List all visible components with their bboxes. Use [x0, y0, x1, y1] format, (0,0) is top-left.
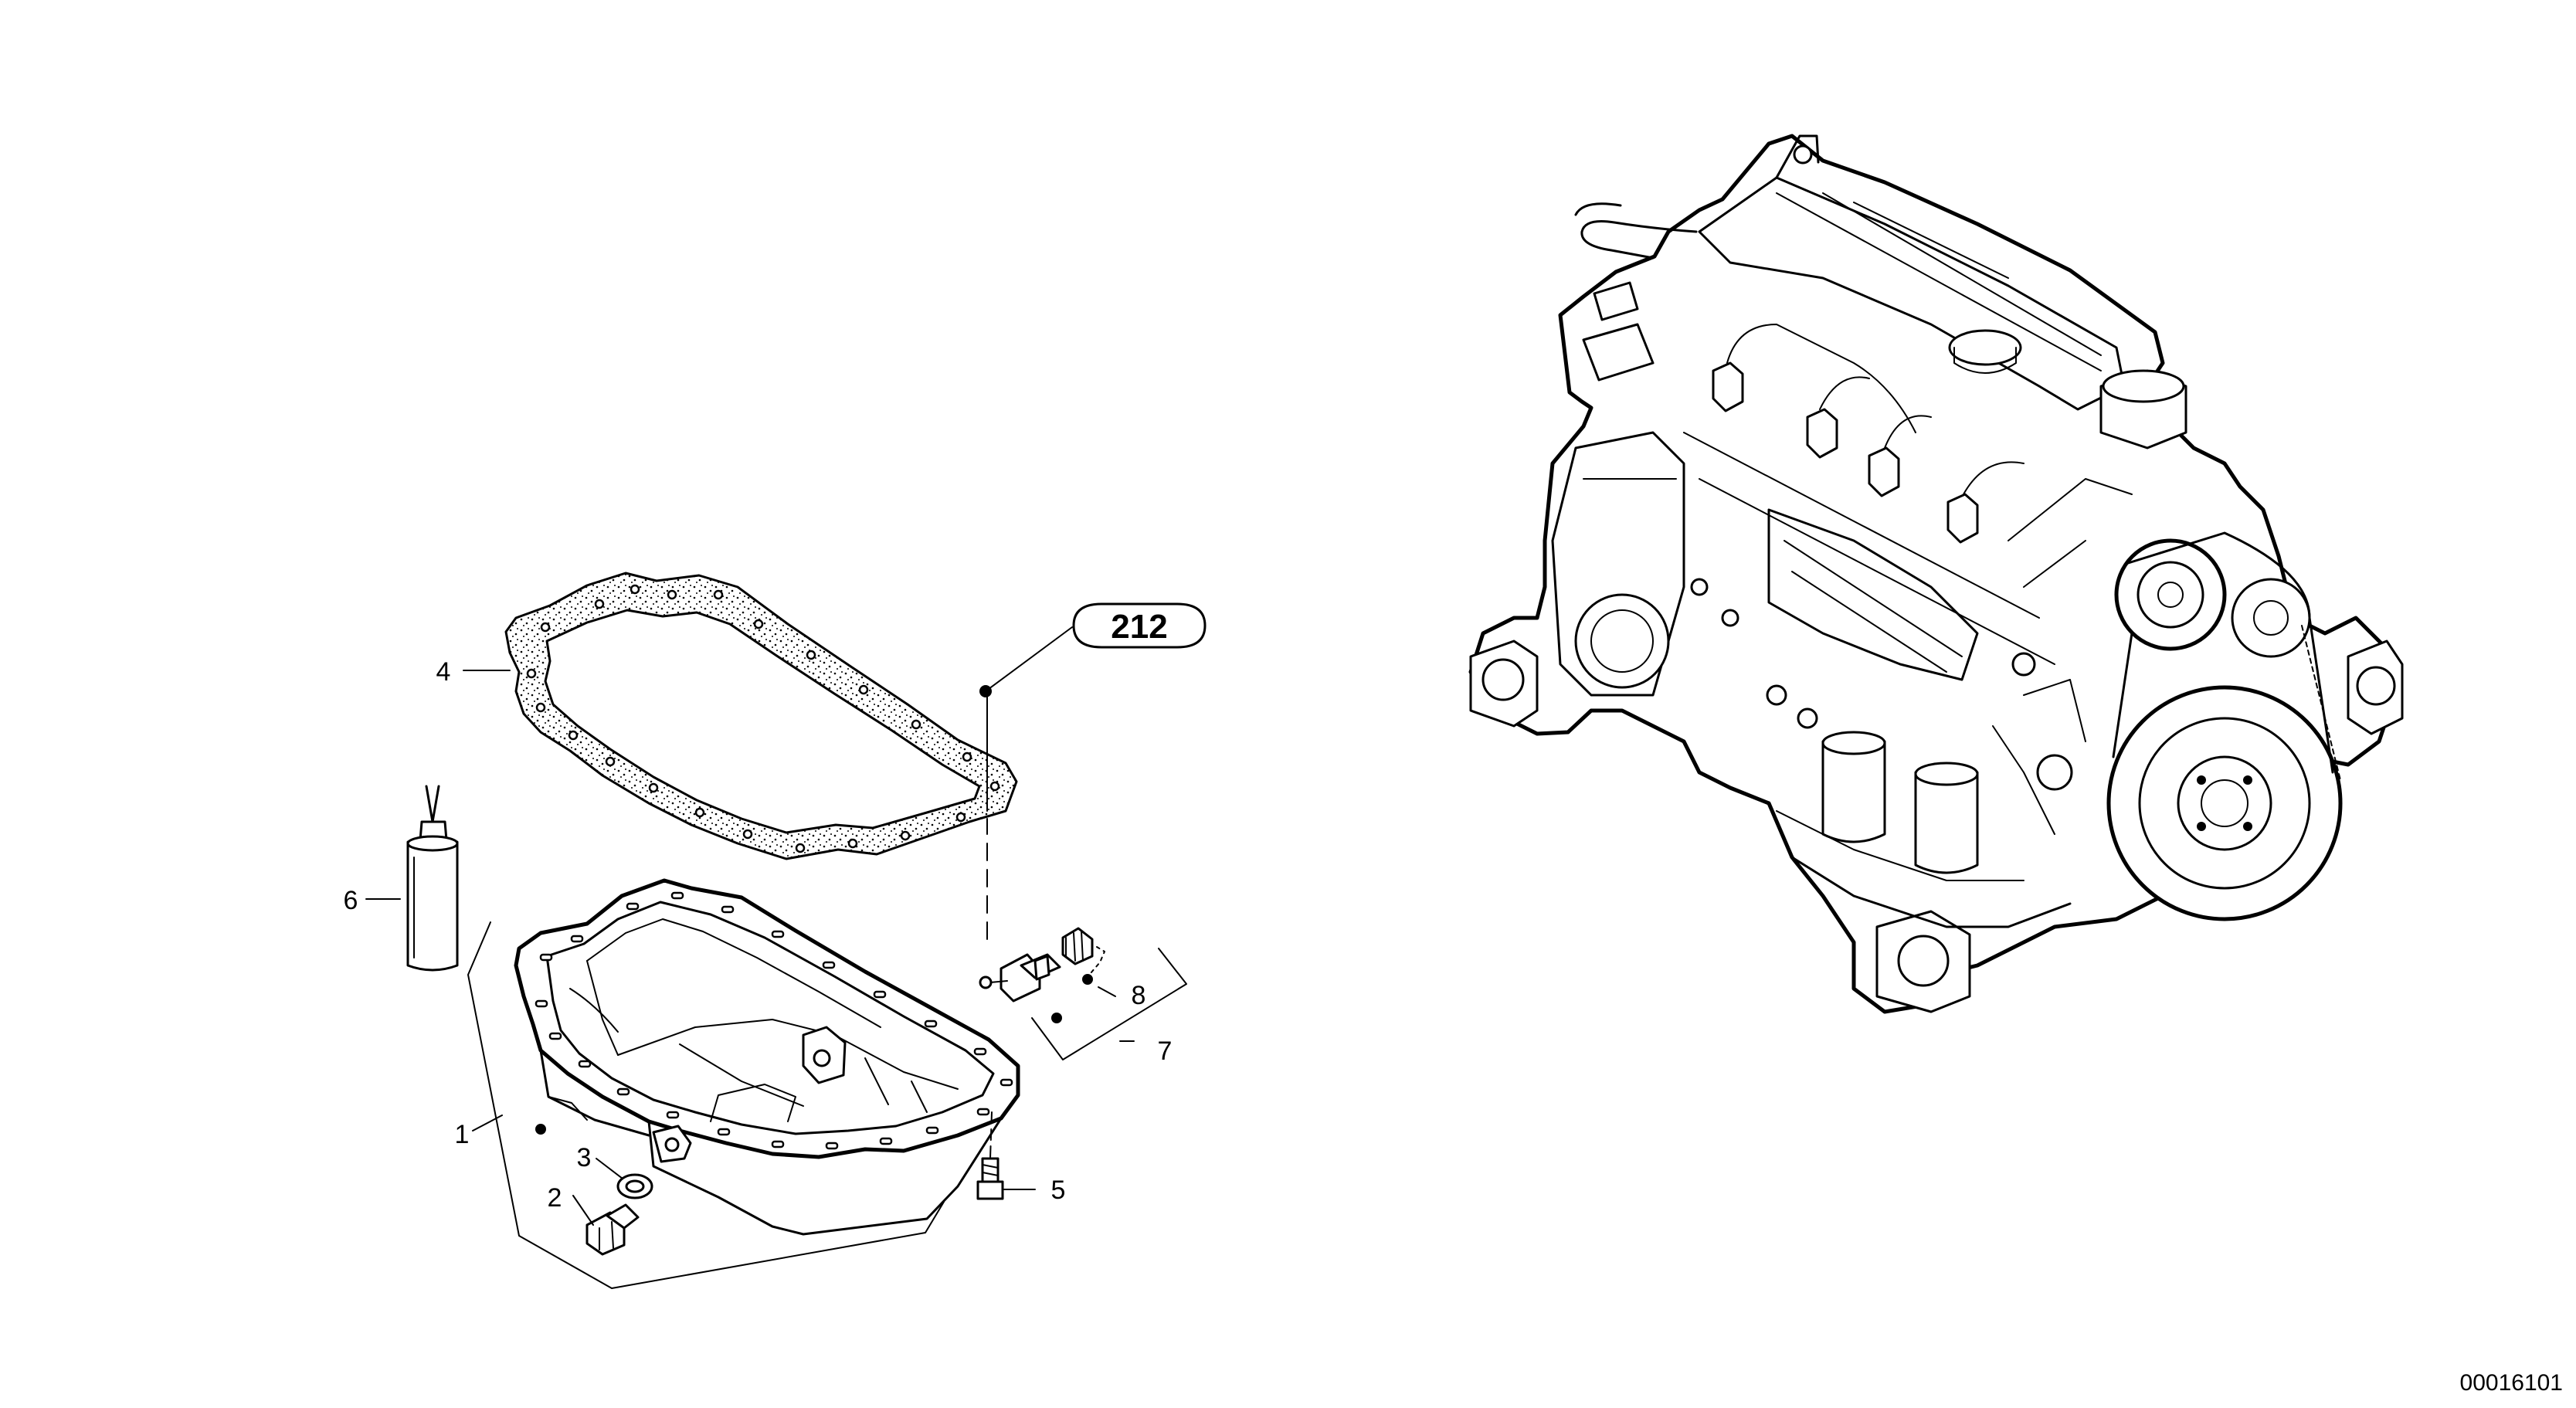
drawing-number: 00016101 [2460, 1370, 2563, 1396]
callout-item-4: 4 [436, 657, 451, 687]
item-1-group-bracket [467, 921, 945, 1289]
oil-sender [979, 927, 1105, 1003]
callout-item-1: 1 [455, 1120, 470, 1149]
item-7-group-bracket [1031, 948, 1187, 1060]
reference-212-leader [979, 602, 1207, 940]
callout-item-8: 8 [1132, 981, 1146, 1010]
callout-item-3: 3 [577, 1143, 592, 1172]
drain-plug-washer [616, 1173, 653, 1199]
engine-illustration [1468, 134, 2404, 1014]
oil-pan-gasket [504, 572, 1018, 860]
leader-dots [535, 974, 1093, 1135]
callout-item-5: 5 [1051, 1176, 1066, 1205]
pan-bolt [976, 1111, 1004, 1200]
callout-item-2: 2 [548, 1183, 562, 1213]
sealant-tube [406, 785, 459, 972]
oil-pan [514, 878, 1020, 1236]
callout-item-7: 7 [1158, 1036, 1173, 1066]
reference-212-label: 212 [1111, 608, 1167, 646]
callout-leaders [365, 670, 1135, 1226]
callout-item-6: 6 [344, 886, 358, 915]
drain-plug [585, 1203, 640, 1256]
reference-212-badge [1072, 602, 1207, 649]
